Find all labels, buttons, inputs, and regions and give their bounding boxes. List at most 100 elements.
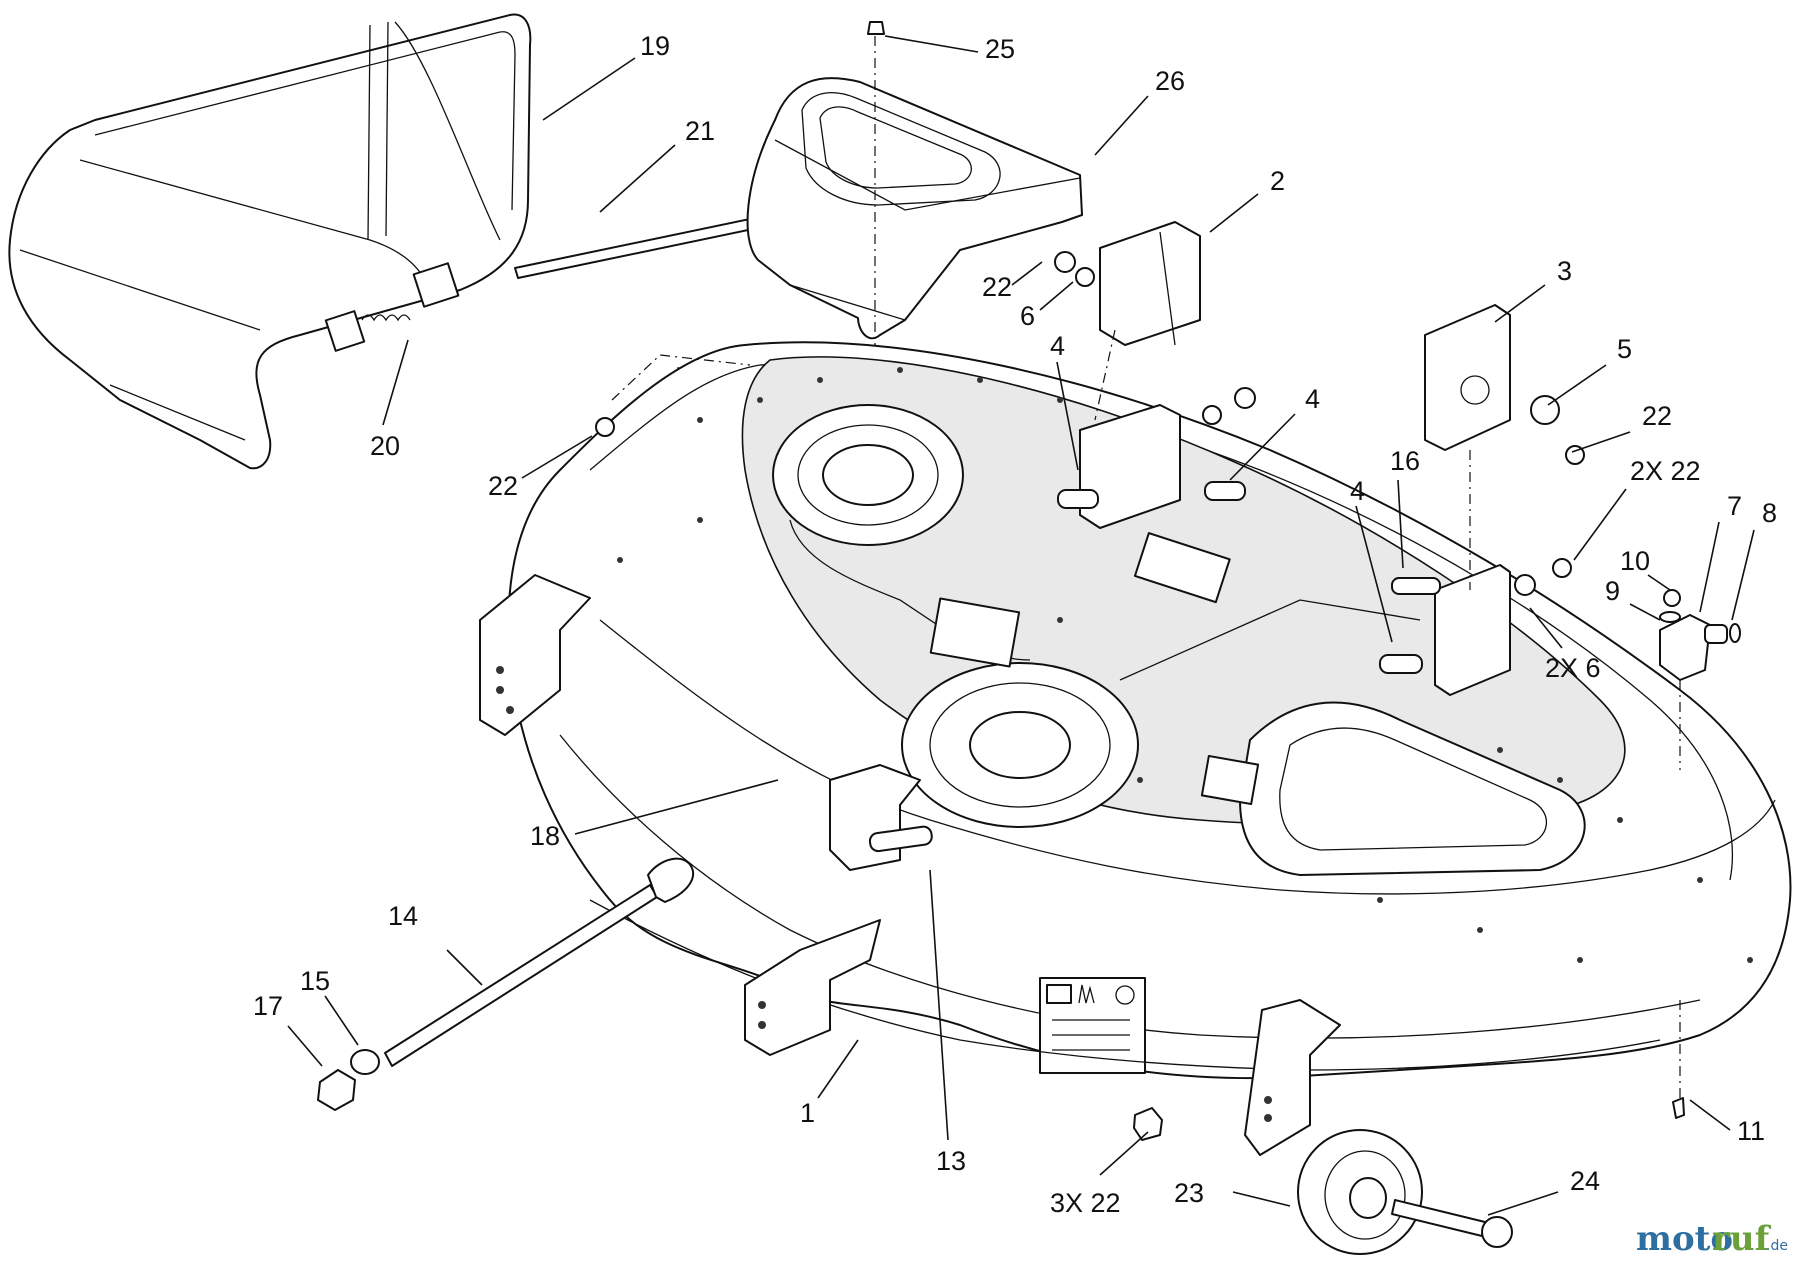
callout-label: 10 — [1620, 546, 1650, 576]
callout-c3x22: 3X 22 — [1050, 1131, 1149, 1218]
callout-label: 26 — [1155, 66, 1185, 96]
leader-line — [574, 779, 779, 835]
leader-line — [1229, 413, 1296, 481]
callout-label: 8 — [1762, 498, 1777, 528]
deck-hanger-center — [829, 764, 933, 871]
callout-label: 3 — [1557, 256, 1572, 286]
callout-c22a: 22 — [982, 261, 1043, 302]
leader-line — [1355, 505, 1393, 643]
deck-hanger-right — [1244, 999, 1341, 1156]
callout-label: 11 — [1737, 1116, 1765, 1146]
callout-label: 22 — [1642, 401, 1672, 431]
bracket-2 — [1054, 221, 1201, 346]
leader-line — [884, 35, 979, 53]
deck-hanger-lower-left — [744, 919, 881, 1056]
callout-c2x6: 2X 6 — [1529, 607, 1601, 683]
leader-line — [1397, 479, 1404, 569]
leader-line — [817, 1039, 859, 1099]
elbow-fitting — [1659, 589, 1741, 770]
callout-label: 22 — [488, 471, 518, 501]
callout-c15: 15 — [300, 966, 359, 1046]
callout-c18: 18 — [530, 779, 779, 851]
bracket-3 — [1424, 304, 1585, 465]
leader-line — [1056, 361, 1079, 471]
gauge-wheel — [1297, 1129, 1423, 1255]
leader-line — [1647, 574, 1671, 591]
blade-icon — [1115, 985, 1135, 1005]
callout-label: 4 — [1350, 476, 1365, 506]
leader-line — [1209, 193, 1259, 233]
callout-c20: 20 — [370, 339, 409, 461]
callout-label: 25 — [985, 34, 1015, 64]
callout-c21: 21 — [599, 116, 715, 213]
alignment-lines — [611, 329, 1471, 590]
leader-line — [324, 995, 359, 1046]
callout-label: 20 — [370, 431, 400, 461]
callout-label: 1 — [800, 1098, 815, 1128]
callout-c16: 16 — [1390, 446, 1420, 569]
callout-c10: 10 — [1620, 546, 1671, 591]
callout-c2: 2 — [1209, 166, 1285, 233]
callout-label: 3X 22 — [1050, 1188, 1121, 1218]
wheel-bolt — [1391, 1199, 1513, 1248]
leader-line — [1094, 95, 1149, 156]
leader-line — [1573, 488, 1627, 561]
callout-label: 16 — [1390, 446, 1420, 476]
callout-c19: 19 — [542, 31, 670, 121]
callout-c22c: 22 — [488, 435, 593, 501]
lift-rod — [317, 857, 695, 1111]
deflector-chute — [8, 13, 532, 470]
callout-c4a: 4 — [1050, 331, 1079, 471]
callout-c13: 13 — [929, 869, 966, 1176]
callout-c4c: 4 — [1350, 476, 1393, 643]
callout-label: 14 — [388, 901, 418, 931]
callout-c1: 1 — [800, 1039, 859, 1128]
callout-c2x22: 2X 22 — [1573, 456, 1701, 561]
leader-line — [521, 435, 593, 479]
callout-c8: 8 — [1731, 498, 1777, 621]
belt-cover — [746, 21, 1083, 640]
leader-line — [1099, 1131, 1149, 1176]
watermark-text-suffix: .de — [1766, 1238, 1788, 1254]
leader-line — [929, 869, 949, 1141]
callout-label: 21 — [685, 116, 715, 146]
callout-label: 19 — [640, 31, 670, 61]
leader-line — [1571, 431, 1631, 453]
callout-c3: 3 — [1494, 256, 1572, 323]
callout-label: 23 — [1174, 1178, 1204, 1208]
watermark: moto ruf .de — [1636, 1219, 1788, 1259]
callout-c5: 5 — [1547, 334, 1632, 406]
callout-c22b: 22 — [1571, 401, 1672, 453]
watermark-text-ruf: ruf — [1712, 1219, 1772, 1259]
hardware-bolts — [1133, 1000, 1685, 1141]
callout-c9: 9 — [1605, 576, 1661, 621]
callout-label: 2 — [1270, 166, 1285, 196]
callout-label: 4 — [1050, 331, 1065, 361]
deck-rivets — [617, 367, 1753, 963]
callout-label: 5 — [1617, 334, 1632, 364]
leader-line — [1011, 261, 1043, 286]
callout-label: 9 — [1605, 576, 1620, 606]
mower-deck — [507, 341, 1792, 1080]
callout-label: 2X 6 — [1545, 653, 1601, 683]
callout-c7: 7 — [1699, 491, 1742, 613]
callout-label: 18 — [530, 821, 560, 851]
decal-icons — [1046, 984, 1135, 1005]
callout-label: 4 — [1305, 384, 1320, 414]
callout-c17: 17 — [253, 991, 323, 1067]
leader-line — [382, 339, 409, 426]
callout-label: 7 — [1727, 491, 1742, 521]
leader-line — [599, 144, 676, 213]
deck-hanger-left — [479, 574, 591, 736]
callout-label: 15 — [300, 966, 330, 996]
leader-line — [1689, 1099, 1731, 1131]
callout-c24: 24 — [1487, 1166, 1600, 1216]
callout-label: 13 — [936, 1146, 966, 1176]
leader-line — [446, 949, 483, 986]
bracket-on-deck — [1079, 404, 1511, 696]
callout-label: 6 — [1020, 301, 1035, 331]
callout-label: 2X 22 — [1630, 456, 1701, 486]
leader-line — [1232, 1191, 1291, 1207]
leader-line — [542, 57, 636, 121]
leader-line — [1039, 281, 1074, 311]
